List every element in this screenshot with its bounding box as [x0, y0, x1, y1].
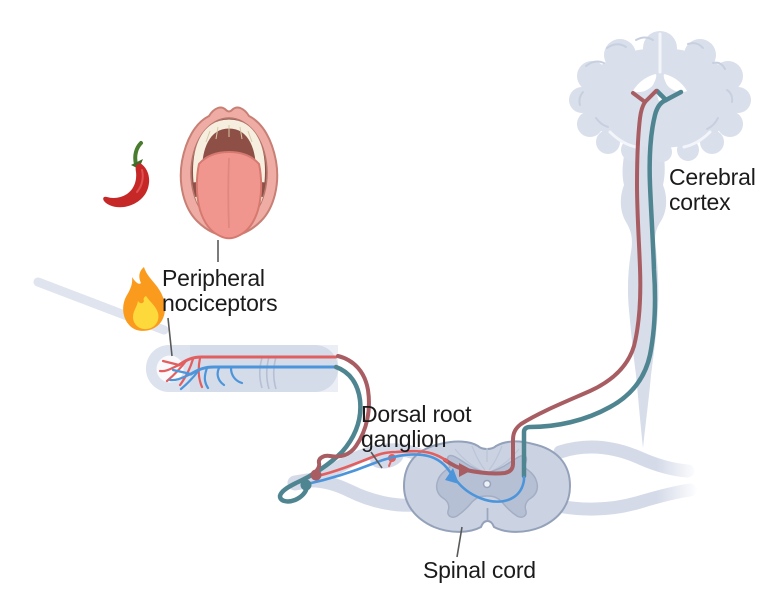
afferent-red	[315, 449, 449, 478]
finger-nerve-blue	[168, 365, 338, 391]
teal-pathway	[277, 88, 684, 504]
teal-terminal-dot	[300, 479, 312, 491]
label-spinal-cord: Spinal cord	[423, 557, 536, 583]
label-dorsal-root-ganglion: Dorsal root ganglion	[361, 401, 472, 452]
brain-coronal-section	[569, 31, 751, 162]
blue-arrowhead	[445, 468, 459, 484]
central-canal	[482, 479, 492, 489]
red-terminal-dot	[310, 469, 322, 481]
right-nerve-roots	[551, 440, 697, 516]
label-peripheral-nociceptors: Peripheral nociceptors	[162, 265, 278, 316]
red-arrowhead	[459, 463, 472, 477]
mouth-tongue-icon	[179, 106, 279, 240]
brain-ventricles	[633, 74, 687, 102]
flame-icon	[123, 267, 166, 331]
spinal-column	[620, 138, 667, 448]
red-pathway	[313, 89, 658, 476]
chili-pepper-icon	[103, 141, 150, 208]
leader-lines	[167, 240, 463, 558]
label-cerebral-cortex: Cerebral cortex	[669, 164, 756, 215]
